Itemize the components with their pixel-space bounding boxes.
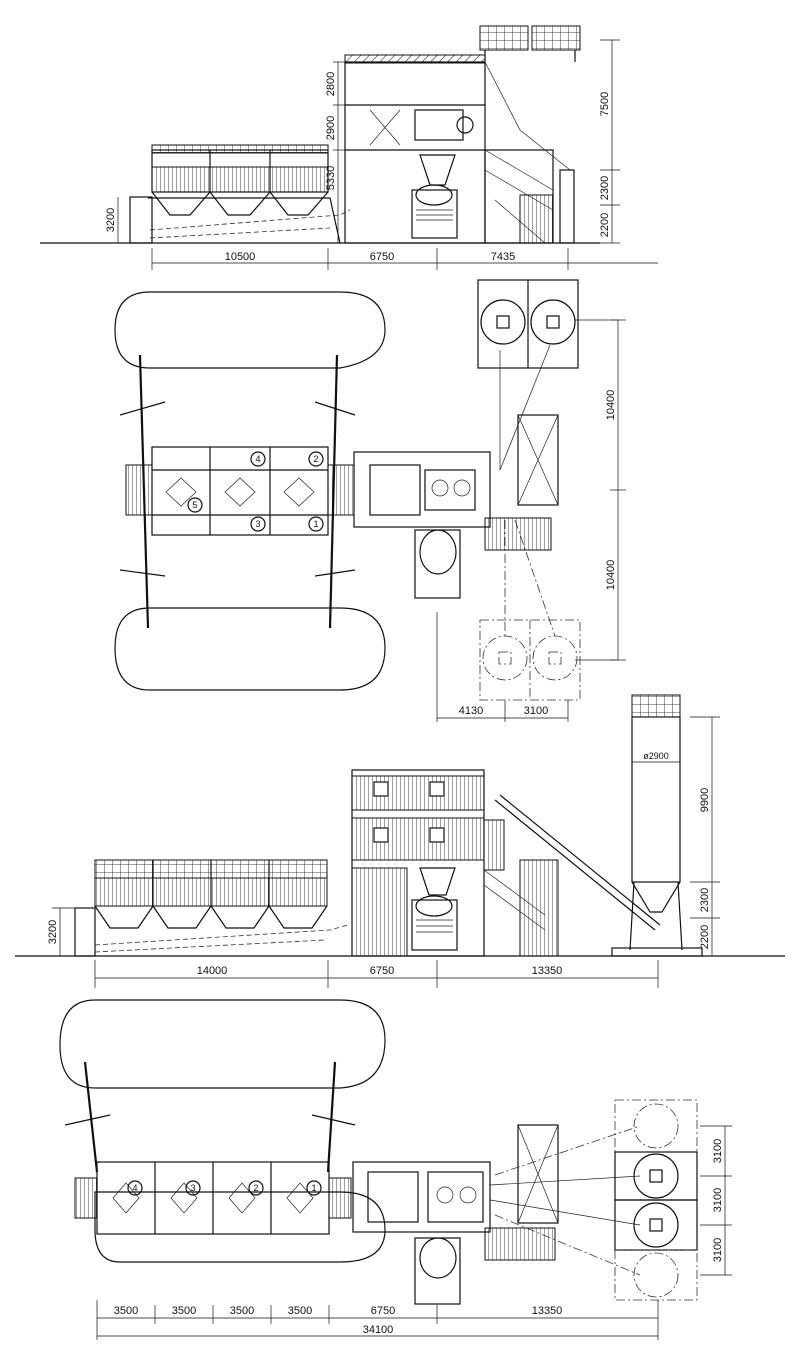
bin-number: 2 — [313, 454, 318, 464]
screw-conveyor — [494, 799, 656, 931]
silo-top-1 — [479, 25, 529, 51]
bin-walls — [151, 166, 329, 193]
dim-7435: 7435 — [491, 251, 515, 263]
silo-diameter: ø2900 — [643, 751, 669, 761]
belt-conveyor — [149, 209, 351, 231]
dim-14000: 14000 — [197, 965, 228, 977]
dim-3500: 3500 — [230, 1305, 254, 1317]
bin-railing — [151, 144, 329, 154]
large-stockpile-top — [59, 999, 386, 1089]
large-control-room — [519, 859, 559, 957]
dim-3100-b: 3100 — [712, 1188, 724, 1212]
dim-3100-a: 3100 — [712, 1139, 724, 1163]
dim-10500: 10500 — [225, 251, 256, 263]
mixing-tower — [344, 61, 486, 244]
elevation-large-view: ø2900 14000 6750 13350 3200 9900 2300 22… — [15, 694, 785, 988]
bin-number: 2 — [253, 1183, 258, 1193]
large-mixing-unit-plan — [352, 1161, 491, 1233]
control-house-plan — [517, 414, 559, 506]
large-control-plan — [517, 1124, 559, 1224]
stockpile-top — [114, 291, 386, 369]
bin-number: 3 — [255, 519, 260, 529]
stair-plan — [484, 517, 552, 551]
bin-number: 3 — [190, 1183, 195, 1193]
dim-13350: 13350 — [532, 965, 563, 977]
dim-6750: 6750 — [370, 251, 394, 263]
stockpile-bottom — [114, 607, 386, 691]
large-mixer-truck — [411, 899, 458, 951]
silo-future-top — [614, 1099, 698, 1153]
silo-plan-3 — [614, 1199, 698, 1251]
dim-3500: 3500 — [288, 1305, 312, 1317]
large-hoppers — [94, 905, 328, 929]
dim-3100-c: 3100 — [712, 1238, 724, 1262]
aggregate-bins-plan — [151, 446, 329, 536]
large-stockpile-bottom — [94, 1191, 386, 1263]
bin-number: 1 — [311, 1183, 316, 1193]
dim-3200-large: 3200 — [47, 920, 59, 944]
dim-2300-large: 2300 — [699, 888, 711, 912]
tower-bracing — [369, 109, 401, 146]
dim-6750-plan: 6750 — [371, 1305, 395, 1317]
discharge-hopper — [419, 154, 456, 186]
large-staircase — [483, 869, 546, 931]
dim-7500: 7500 — [599, 92, 611, 116]
dim-10400-upper: 10400 — [605, 390, 617, 421]
large-arm-left — [83, 1061, 99, 1173]
dim-6750-large: 6750 — [370, 965, 394, 977]
plan-small-view: 4 2 5 3 1 — [114, 279, 626, 722]
mixer-truck — [411, 189, 458, 239]
dim-13350-plan: 13350 — [532, 1305, 563, 1317]
dim-3500: 3500 — [114, 1305, 138, 1317]
dim-2900: 2900 — [325, 116, 337, 140]
silo-plan-2 — [614, 1151, 698, 1201]
mixing-unit-plan — [353, 451, 491, 528]
dim-4130: 4130 — [459, 705, 483, 717]
silo-filter — [631, 694, 681, 718]
bin-number: 5 — [192, 500, 197, 510]
bin-hoppers — [151, 191, 329, 216]
silo-top-2 — [531, 25, 581, 51]
dim-2200-large: 2200 — [699, 925, 711, 949]
mixer-body — [414, 109, 464, 141]
large-arm-right — [326, 1061, 337, 1173]
bin-number: 1 — [313, 519, 318, 529]
silo-future-bottom — [614, 1249, 698, 1301]
plan-large-view: 4 3 2 1 3100 31 — [59, 999, 732, 1340]
dim-total-34100: 34100 — [363, 1324, 394, 1336]
dim-2800: 2800 — [325, 72, 337, 96]
dim-9900: 9900 — [699, 788, 711, 812]
dim-2300-small: 2300 — [599, 176, 611, 200]
dim-3500: 3500 — [172, 1305, 196, 1317]
elevation-small-view: 10500 6750 7435 3200 2800 2900 5330 7500… — [40, 25, 658, 270]
tall-silo — [631, 716, 681, 883]
dim-3100: 3100 — [524, 705, 548, 717]
bin-number: 4 — [132, 1183, 137, 1193]
dim-2200-small: 2200 — [599, 213, 611, 237]
dim-5330: 5330 — [325, 166, 337, 190]
bin-number: 4 — [255, 454, 260, 464]
dim-10400-lower: 10400 — [605, 560, 617, 591]
dim-3200-small: 3200 — [105, 208, 117, 232]
